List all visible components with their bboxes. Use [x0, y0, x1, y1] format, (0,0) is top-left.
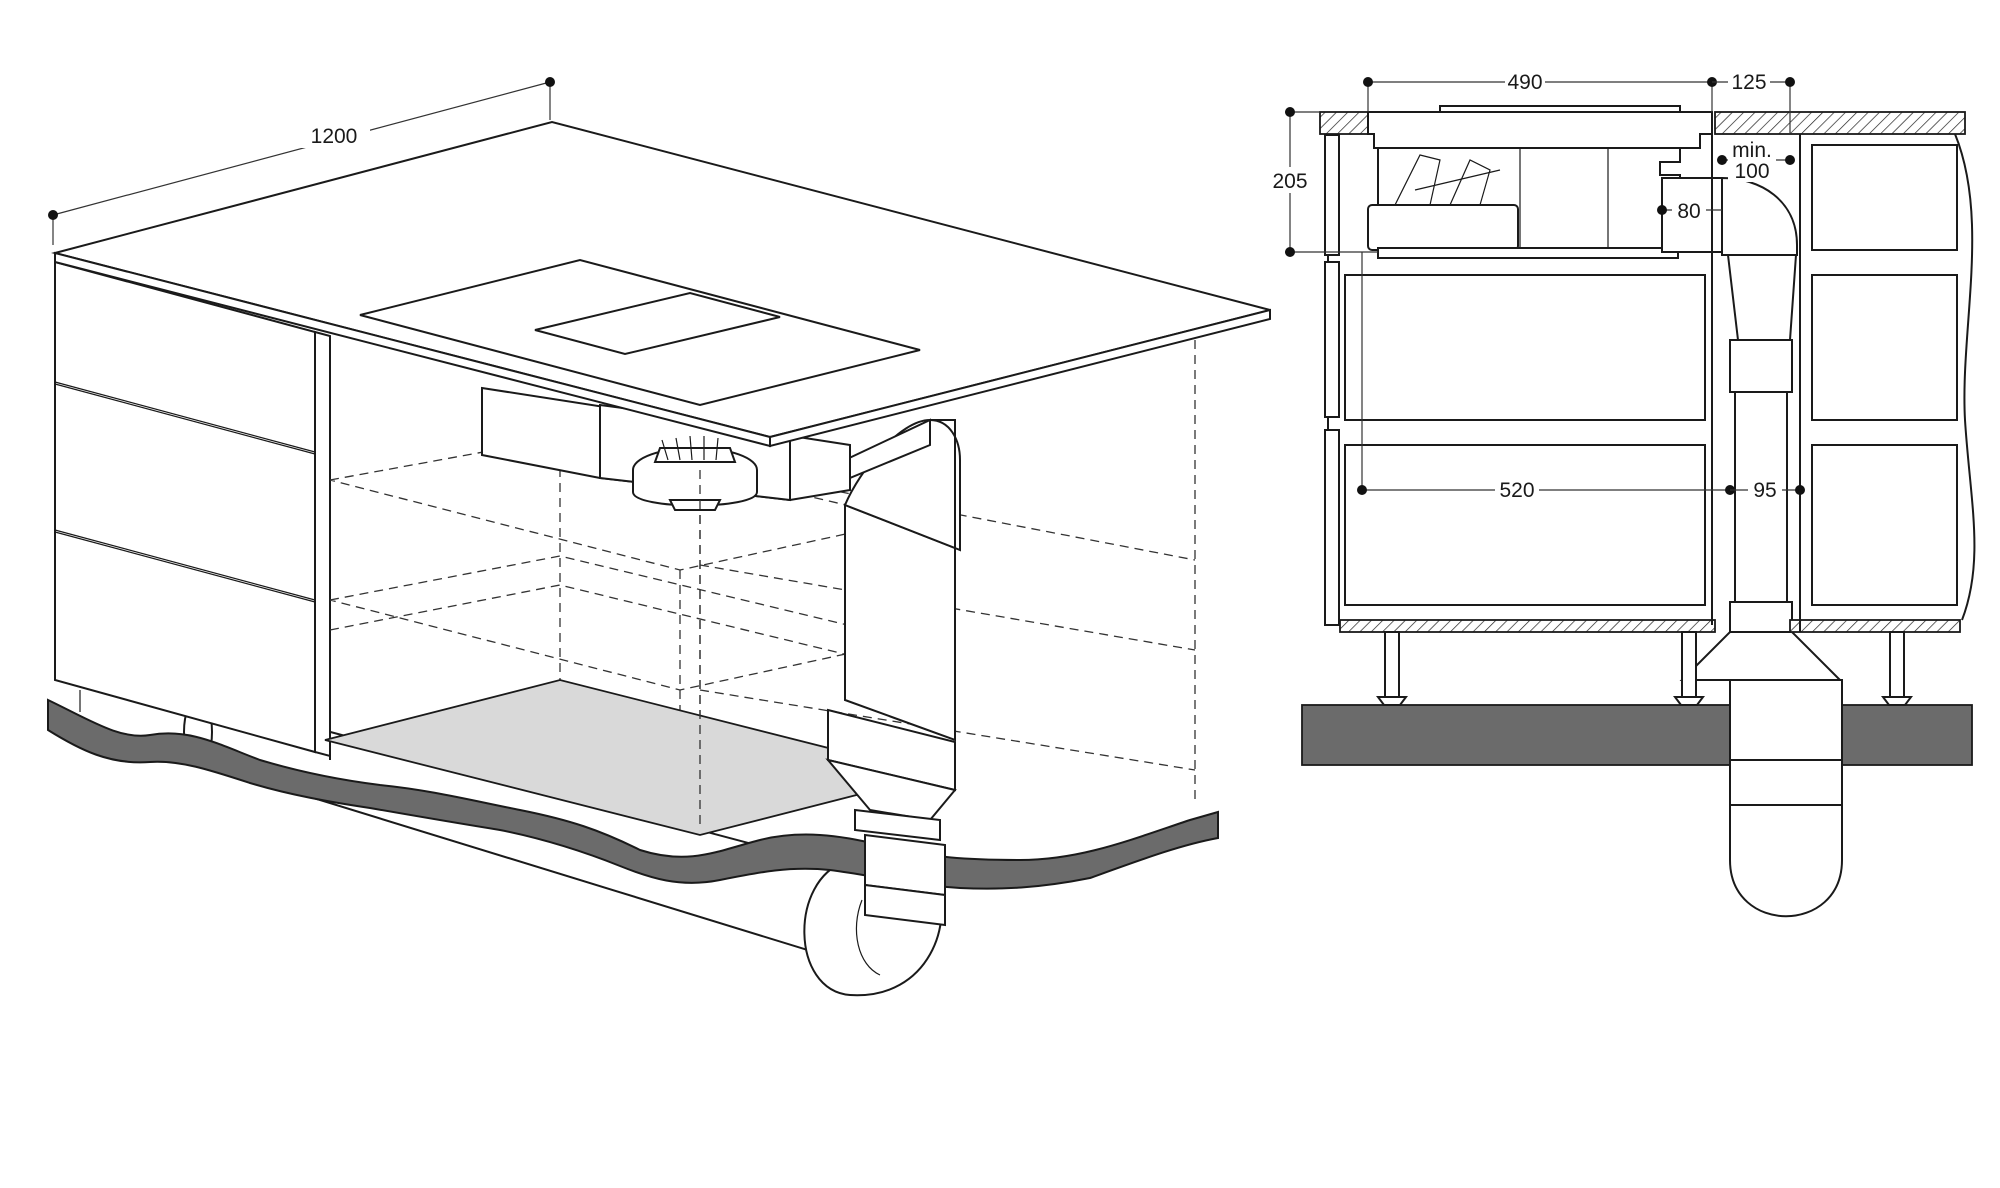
worktop-section-right [1714, 111, 1966, 135]
floor-slab [1301, 704, 1973, 766]
label-205: 205 [1272, 170, 1307, 193]
section-view: 490 125 205 min. 100 [1268, 68, 1976, 918]
extractor-unit [481, 386, 851, 830]
hob-section [1367, 105, 1713, 259]
cabinet-legs [1376, 631, 1913, 706]
label-95: 95 [1753, 479, 1776, 502]
dimension-80: 80 [1657, 197, 1722, 223]
dimension-1200: 1200 [48, 77, 555, 245]
vertical-duct [825, 418, 961, 927]
dimension-125: 125 [1712, 68, 1795, 134]
worktop [51, 120, 1271, 448]
label-1200: 1200 [311, 125, 358, 148]
dimension-min-100: min. 100 [1717, 138, 1795, 183]
dimension-205: 205 [1268, 107, 1378, 257]
label-min-100: 100 [1734, 160, 1769, 183]
isometric-view: 1200 [47, 77, 1271, 997]
label-125: 125 [1731, 71, 1766, 94]
dimension-520: 520 [1357, 252, 1735, 502]
dimension-490: 490 [1363, 68, 1717, 112]
label-520: 520 [1499, 479, 1534, 502]
label-80: 80 [1677, 200, 1700, 223]
floor-section [47, 698, 1219, 890]
label-490: 490 [1507, 71, 1542, 94]
label-min: min. [1732, 139, 1772, 162]
section-cabinets [1324, 133, 1976, 633]
induction-hob [359, 258, 921, 407]
rear-duct [1661, 176, 1843, 918]
drawer-cabinet [54, 260, 331, 758]
worktop-section-left [1319, 111, 1369, 135]
dimension-95: 95 [1730, 476, 1805, 502]
